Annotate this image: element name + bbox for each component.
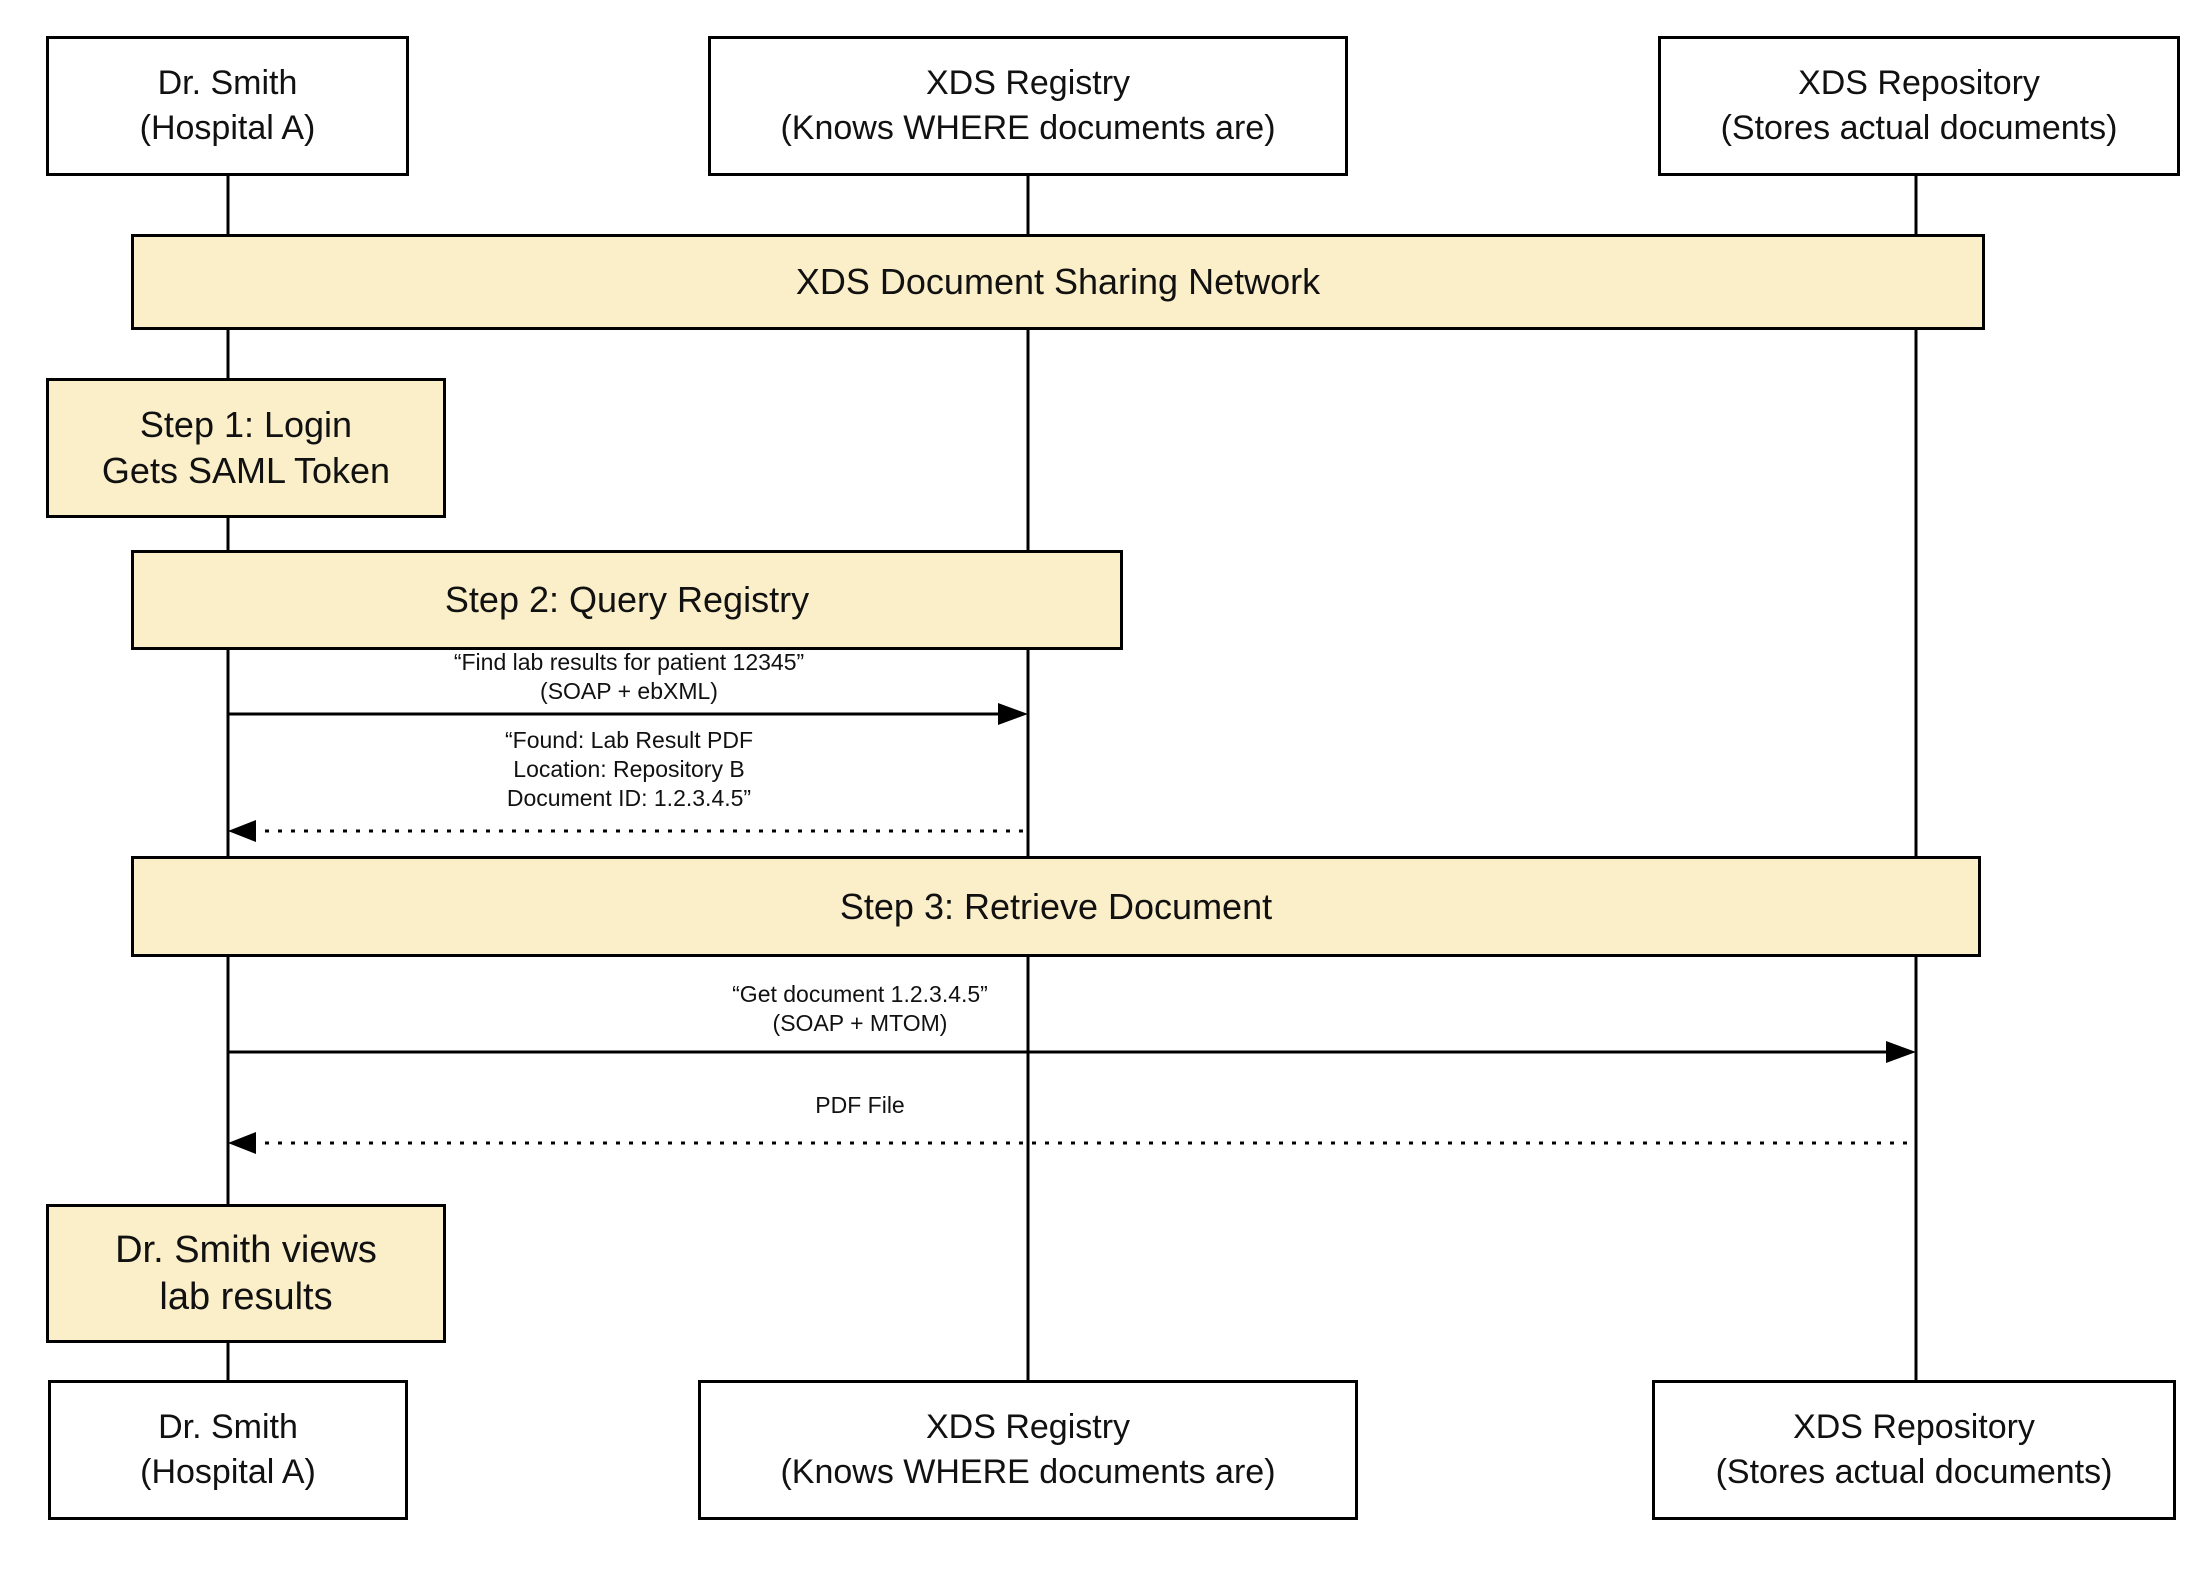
arrowhead-left-icon [228,820,256,842]
actor-name: Dr. Smith [158,1408,298,1446]
actor-box-xds-repository-bottom: XDS Repository (Stores actual documents) [1652,1380,2176,1520]
message-query-line1: “Find lab results for patient 12345” [453,649,805,675]
actor-subtitle: (Hospital A) [140,1453,316,1491]
actor-box-xds-registry-top: XDS Registry (Knows WHERE documents are) [708,36,1348,176]
note-dr-smith-views-results: Dr. Smith views lab results [46,1204,446,1343]
network-band: XDS Document Sharing Network [131,234,1985,330]
message-retrieve-line1: “Get document 1.2.3.4.5” [732,981,988,1007]
message-retrieve-response-label: PDF File [815,1091,904,1120]
actor-box-xds-repository-top: XDS Repository (Stores actual documents) [1658,36,2180,176]
note-step2-query-registry: Step 2: Query Registry [131,550,1123,650]
note-step1-login: Step 1: Login Gets SAML Token [46,378,446,518]
note-step3-retrieve-document: Step 3: Retrieve Document [131,856,1981,957]
message-retrieve-response-line1: PDF File [815,1092,905,1118]
actor-name: Dr. Smith [157,64,298,102]
note-step3-label: Step 3: Retrieve Document [839,885,1273,927]
message-query-response-line1: “Found: Lab Result PDF [504,727,754,753]
actor-box-xds-registry-bottom: XDS Registry (Knows WHERE documents are) [698,1380,1358,1520]
note-step1-line2: Gets SAML Token [101,450,391,491]
message-query-response-label: “Found: Lab Result PDF Location: Reposit… [505,726,753,813]
message-query-label: “Find lab results for patient 12345” (SO… [454,648,804,706]
message-query-response-line2: Location: Repository B [513,756,745,782]
network-band-label: XDS Document Sharing Network [795,261,1321,302]
actor-name: XDS Registry [925,64,1131,102]
actor-subtitle: (Stores actual documents) [1720,109,2118,147]
actor-subtitle: (Knows WHERE documents are) [780,109,1276,147]
actor-subtitle: (Hospital A) [139,109,316,147]
actor-subtitle: (Stores actual documents) [1715,1453,2113,1491]
note-outcome-line2: lab results [159,1275,333,1318]
message-query-line2: (SOAP + ebXML) [540,678,718,704]
arrowhead-right-icon [998,703,1028,725]
actor-name: XDS Registry [925,1408,1131,1446]
arrowhead-right-icon [1886,1041,1916,1063]
actor-name: XDS Repository [1793,1408,2035,1446]
actor-subtitle: (Knows WHERE documents are) [780,1453,1276,1491]
message-retrieve-line2: (SOAP + MTOM) [772,1010,948,1036]
actor-box-dr-smith-top: Dr. Smith (Hospital A) [46,36,409,176]
note-step2-label: Step 2: Query Registry [444,579,810,620]
message-retrieve-label: “Get document 1.2.3.4.5” (SOAP + MTOM) [732,980,988,1038]
message-query-response-line3: Document ID: 1.2.3.4.5” [506,785,752,811]
actor-box-dr-smith-bottom: Dr. Smith (Hospital A) [48,1380,408,1520]
note-step1-line1: Step 1: Login [139,404,353,445]
note-outcome-line1: Dr. Smith views [115,1228,377,1271]
actor-name: XDS Repository [1798,64,2040,102]
arrowhead-left-icon [228,1132,256,1154]
